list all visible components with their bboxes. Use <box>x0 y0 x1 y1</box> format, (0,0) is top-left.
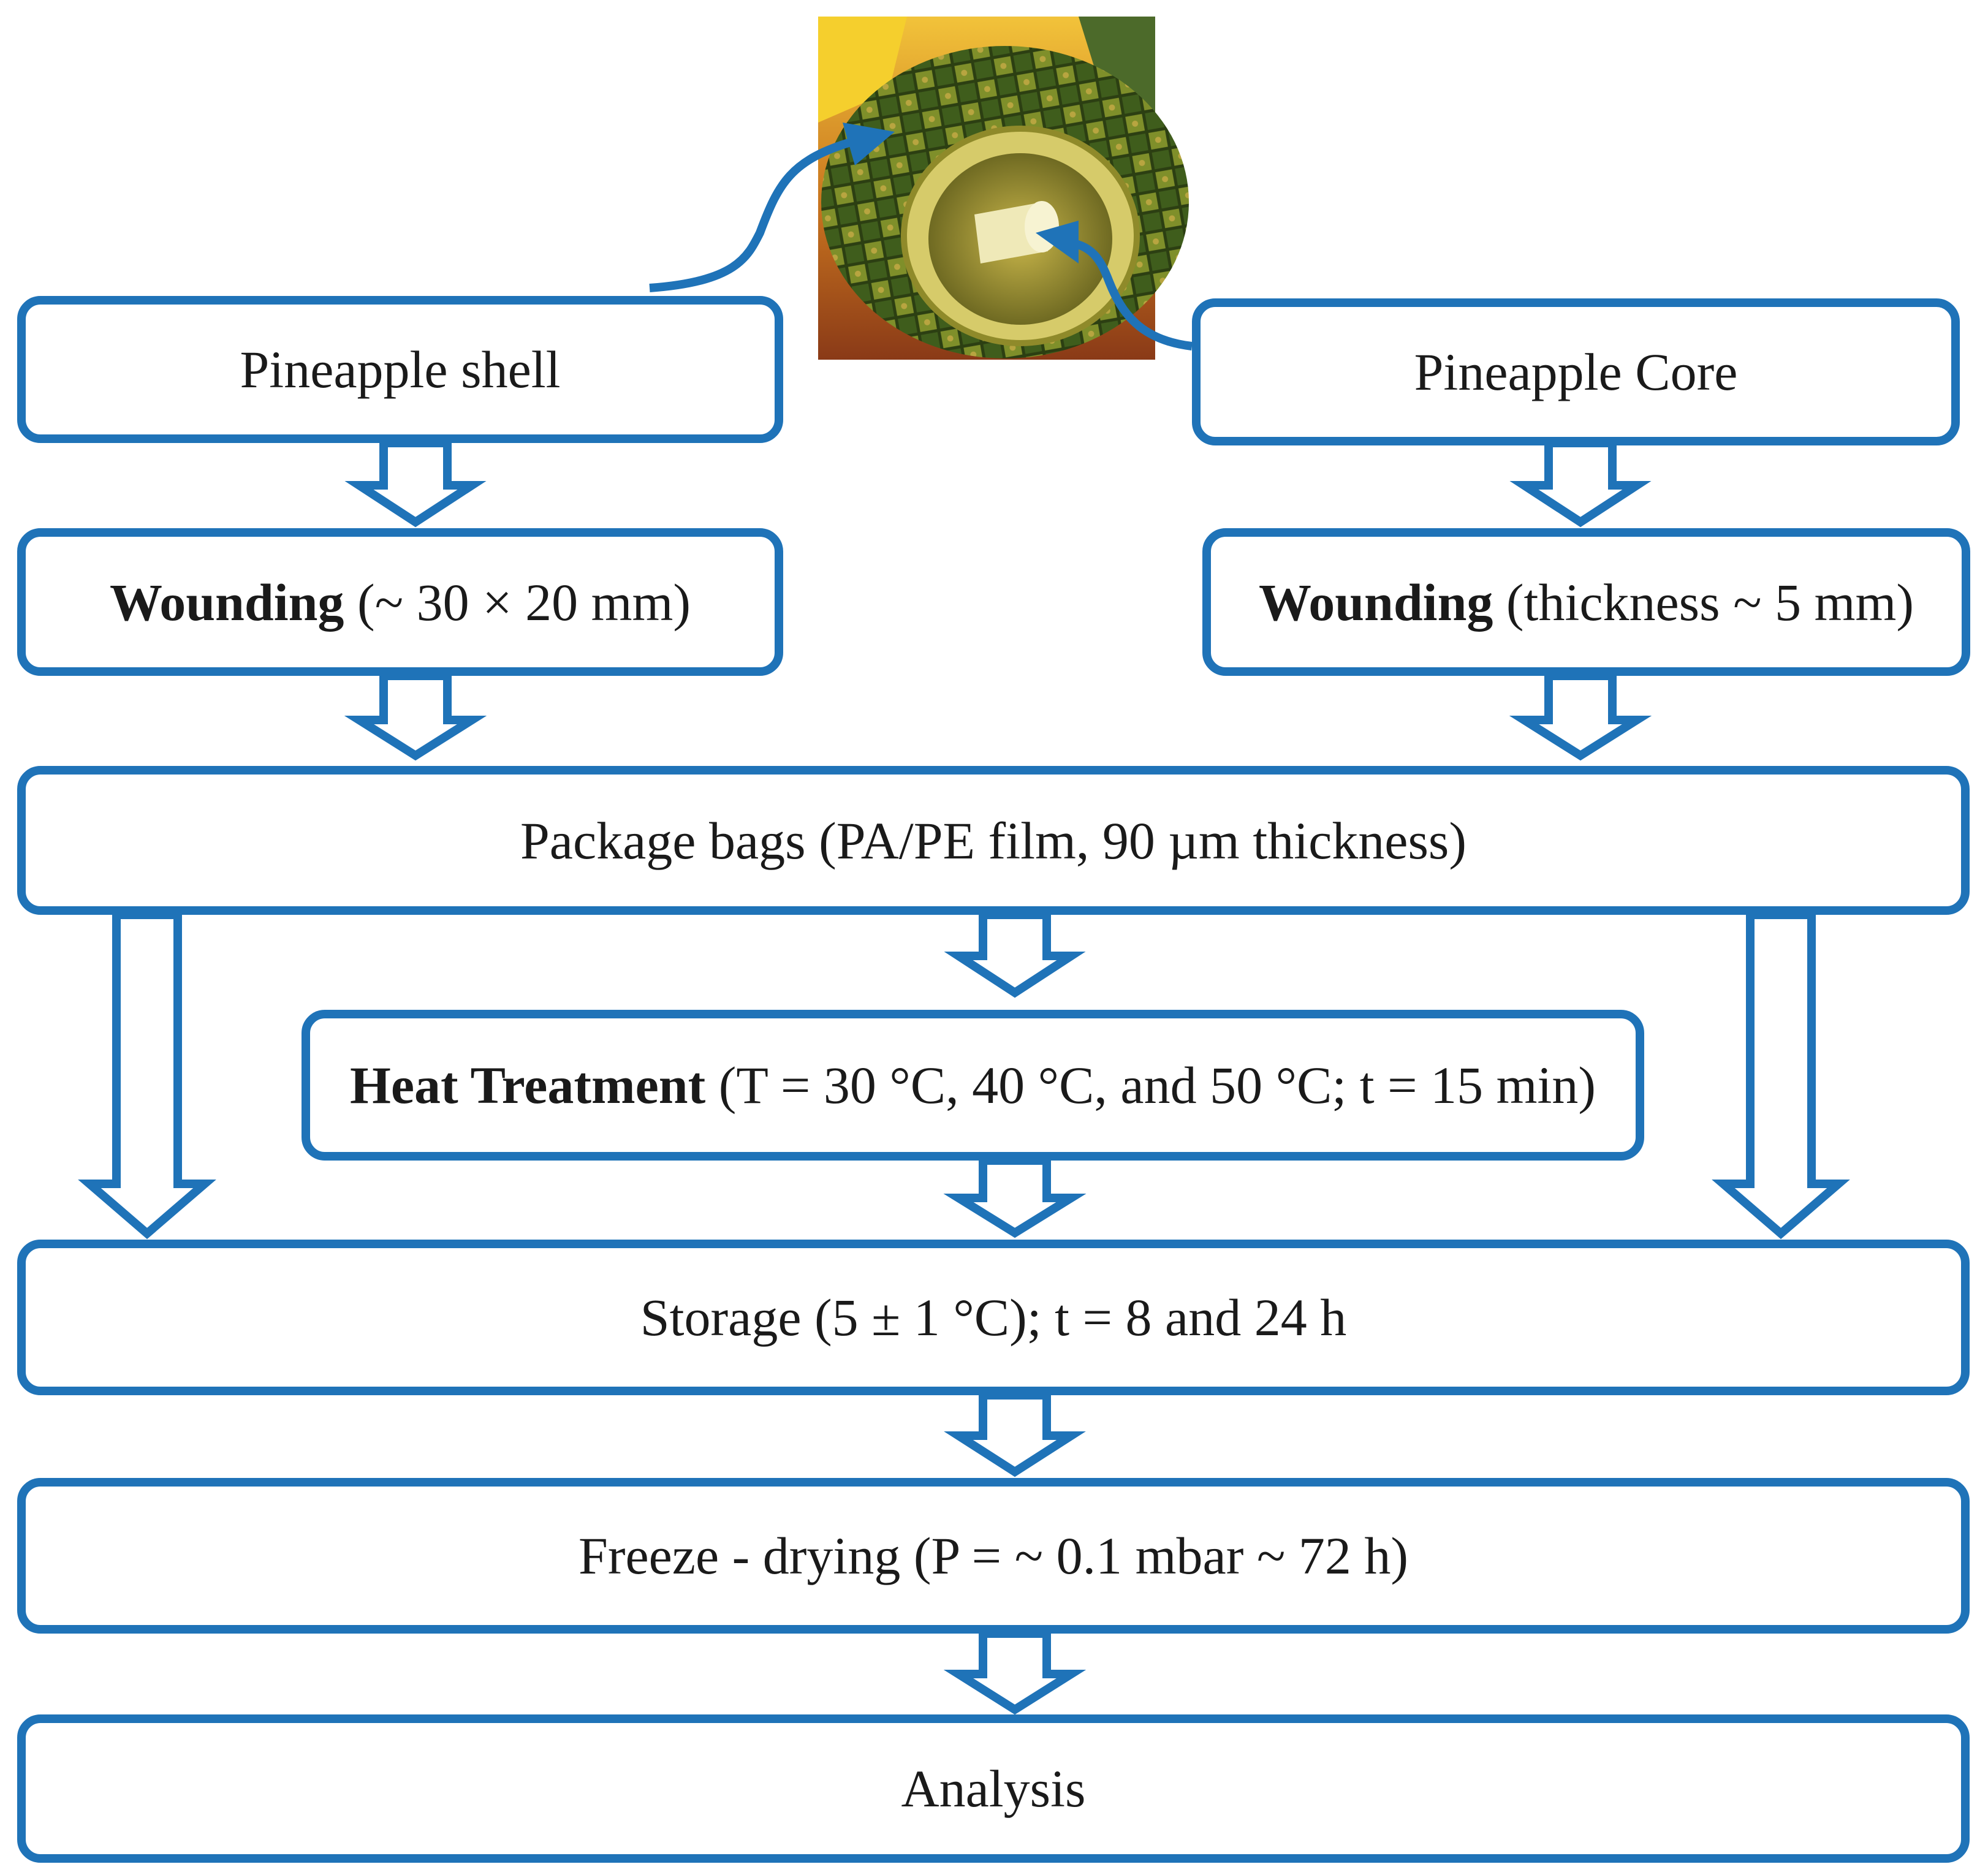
pineapple-photo <box>818 17 1189 360</box>
block-arrow <box>943 1156 1087 1238</box>
shell-to-photo-arrow <box>649 123 895 292</box>
heat-treatment-box: Heat Treatment (T = 30 °C, 40 °C, and 50… <box>302 1010 1644 1161</box>
freeze-drying-label: Freeze - drying (P = ~ 0.1 mbar ~ 72 h) <box>579 1526 1408 1585</box>
pineapple-core-box: Pineapple Core <box>1192 298 1960 445</box>
analysis-label: Analysis <box>901 1759 1086 1818</box>
block-arrow <box>943 1629 1087 1715</box>
core-to-photo-arrow <box>1036 221 1193 350</box>
block-arrow <box>344 672 487 761</box>
wounding-core-detail: (thickness ~ 5 mm) <box>1493 572 1914 632</box>
bypass-arrow-left <box>78 911 216 1240</box>
wounding-core-title: Wounding <box>1258 572 1493 632</box>
block-arrow <box>1509 439 1652 528</box>
wounding-shell-title: Wounding <box>109 572 344 632</box>
pineapple-core-label: Pineapple Core <box>1414 343 1738 401</box>
package-bags-box: Package bags (PA/PE film, 90 µm thicknes… <box>17 766 1970 915</box>
pineapple-shell-box: Pineapple shell <box>17 296 783 443</box>
pineapple-shell-label: Pineapple shell <box>240 340 561 399</box>
bypass-arrow-right <box>1712 911 1850 1240</box>
block-arrow <box>1509 672 1652 761</box>
block-arrow <box>344 439 487 528</box>
wounding-core-box: Wounding (thickness ~ 5 mm) <box>1202 528 1970 676</box>
storage-label: Storage (5 ± 1 °C); t = 8 and 24 h <box>640 1288 1347 1347</box>
storage-box: Storage (5 ± 1 °C); t = 8 and 24 h <box>17 1240 1970 1395</box>
freeze-drying-box: Freeze - drying (P = ~ 0.1 mbar ~ 72 h) <box>17 1478 1970 1634</box>
block-arrow <box>944 911 1086 998</box>
wounding-shell-detail: (~ 30 × 20 mm) <box>344 572 691 632</box>
block-arrow <box>944 1391 1086 1477</box>
package-bags-label: Package bags (PA/PE film, 90 µm thicknes… <box>520 811 1467 870</box>
heat-treatment-title: Heat Treatment <box>349 1056 706 1115</box>
heat-treatment-detail: (T = 30 °C, 40 °C, and 50 °C; t = 15 min… <box>705 1056 1596 1115</box>
wounding-shell-box: Wounding (~ 30 × 20 mm) <box>17 528 783 676</box>
analysis-box: Analysis <box>17 1714 1970 1863</box>
